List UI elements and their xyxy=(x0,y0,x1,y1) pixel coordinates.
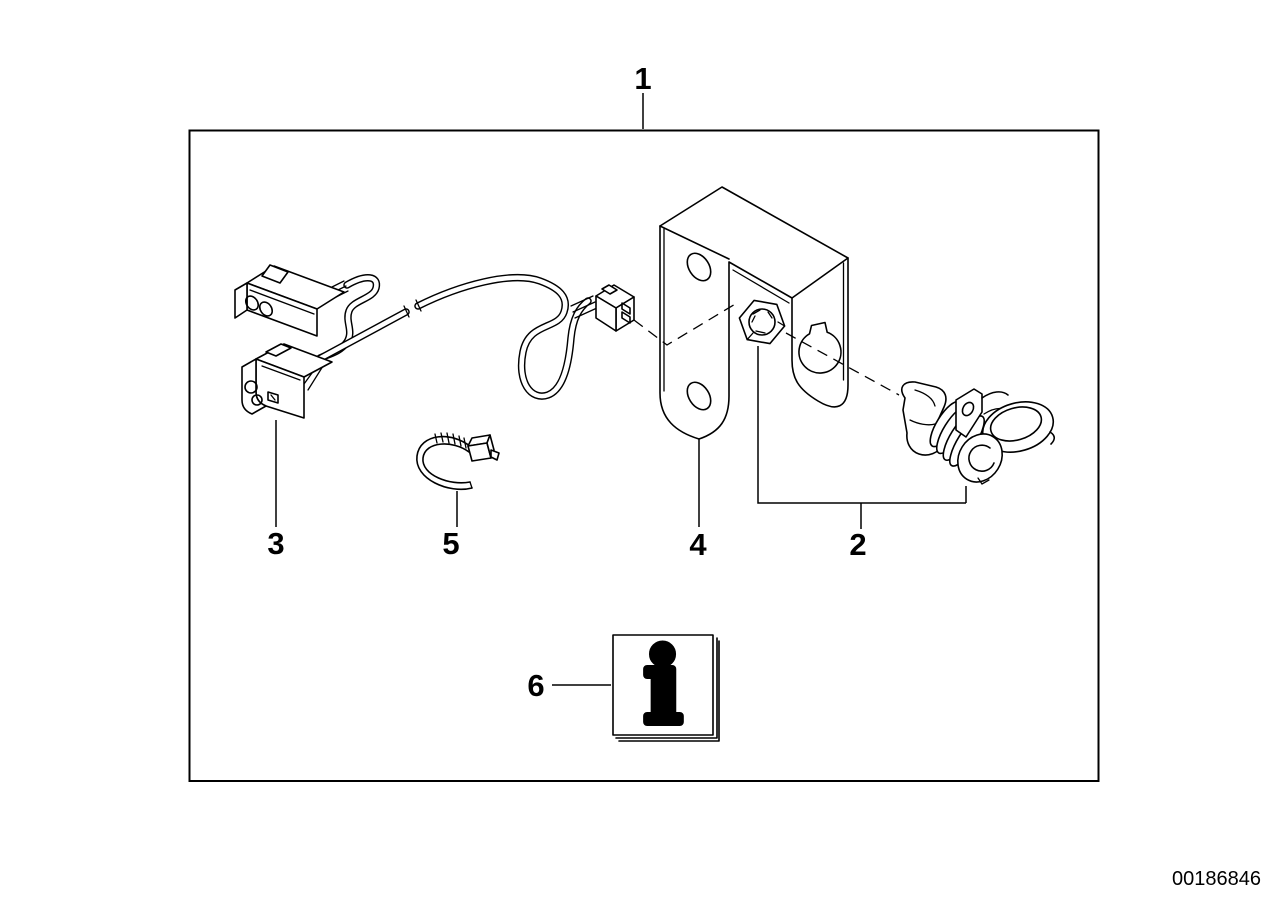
connector-latch xyxy=(601,284,618,295)
leader-lines xyxy=(275,346,967,686)
info-icon: i xyxy=(644,627,683,747)
callout-2-leader xyxy=(757,346,967,529)
document-number: 00186846 xyxy=(1172,868,1261,890)
harness-connector-right xyxy=(595,284,635,332)
wiring-harness xyxy=(234,264,635,419)
booklet-cover xyxy=(612,634,714,736)
fastening-nut xyxy=(738,299,786,345)
callout-3-harness: 3 xyxy=(267,526,285,561)
strap-head xyxy=(467,434,500,462)
socket-front-cup xyxy=(957,433,1003,485)
callout-2-socket: 2 xyxy=(849,527,867,562)
harness-connector-top xyxy=(234,264,345,337)
cap-latch xyxy=(1049,431,1056,445)
mounting-bracket xyxy=(659,186,849,440)
callout-1-kit: 1 xyxy=(634,61,652,96)
callout-4-bracket: 4 xyxy=(689,527,707,562)
connector-latch xyxy=(261,264,289,284)
power-socket xyxy=(901,381,1056,485)
strap-serrations xyxy=(434,432,467,449)
connector-latch xyxy=(265,343,292,357)
kit-boundary-box xyxy=(188,93,1100,782)
assembly-axis-dashed xyxy=(633,302,900,396)
callout-6-instructions: 6 xyxy=(527,668,545,703)
harness-wire-strands xyxy=(299,280,598,391)
bracket-hole-upper xyxy=(686,252,712,282)
cable-strap xyxy=(416,432,500,490)
harness-connector-lower xyxy=(241,343,333,419)
bracket-keyed-hole xyxy=(798,321,842,374)
bracket-hole-lower xyxy=(686,381,712,411)
callout-5-cable-strap: 5 xyxy=(442,526,460,561)
socket-mounting-tab xyxy=(955,388,983,438)
instruction-booklet: i xyxy=(612,623,720,751)
socket-cap xyxy=(981,401,1056,453)
